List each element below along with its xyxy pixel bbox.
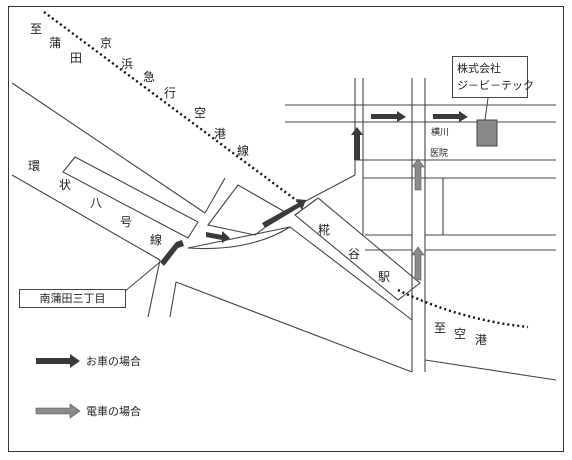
road-label-char: 線 <box>150 232 162 247</box>
legend-train-arrow <box>35 403 81 419</box>
hospital-type: 医院 <box>430 147 448 159</box>
intersection-label-box: 南蒲田三丁目 <box>19 289 126 308</box>
kanpachi-road-edge-bottom <box>11 174 161 261</box>
car-arrow-6 <box>433 111 468 122</box>
rail-label-char: 線 <box>237 143 249 158</box>
railway-airport-end <box>397 288 529 329</box>
station-label: 糀 谷 駅 <box>318 223 390 284</box>
car-arrow-2 <box>206 231 230 243</box>
rail-label-char: 蒲 <box>49 36 61 50</box>
company-type: 株式会社 <box>457 62 501 75</box>
kanpachi-road-label: 環 状 八 号 線 <box>28 159 162 247</box>
road-southeast-bottom <box>175 281 413 373</box>
railway-keikyu-line <box>43 11 301 204</box>
airport-direction-label: 至 空 港 <box>434 321 487 347</box>
rail-label-char: 京 <box>100 36 112 50</box>
station-block <box>294 197 421 301</box>
road-south-right <box>169 281 177 318</box>
rail-label-char: 至 <box>30 22 42 36</box>
rail-label-char: 急 <box>143 69 155 84</box>
legend-train-label: 電車の場合 <box>86 405 141 418</box>
railway-label: 至 蒲 田 京 浜 急 行 空 港 線 <box>30 22 249 158</box>
road-north-stub <box>204 177 226 214</box>
hospital-name: 横川 <box>431 126 449 138</box>
rail-label-char: 空 <box>194 106 206 120</box>
intersection-label: 南蒲田三丁目 <box>39 292 106 305</box>
intersection-leader-line <box>123 261 161 293</box>
legend-car-label: お車の場合 <box>86 355 141 368</box>
airport-label-char: 空 <box>454 327 466 341</box>
company-building <box>476 119 498 147</box>
legend-car-arrow <box>36 354 80 368</box>
rail-label-char: 田 <box>70 51 82 65</box>
car-arrow-1 <box>160 240 184 266</box>
road-label-char: 号 <box>120 215 132 229</box>
airport-label-char: 港 <box>475 333 487 347</box>
station-label-char: 駅 <box>378 270 390 284</box>
station-label-char: 糀 <box>318 223 330 237</box>
train-route <box>411 158 425 281</box>
company-label-box: 株式会社 ジ－ビ－テック <box>452 56 534 98</box>
hospital-label: 横川 医院 <box>430 126 449 159</box>
kanpachi-road-median <box>62 156 199 239</box>
train-arrow-2 <box>411 158 425 191</box>
company-leader-line <box>484 97 489 121</box>
car-arrow-5 <box>371 111 406 122</box>
airport-label-char: 至 <box>434 321 446 335</box>
car-route <box>160 111 468 266</box>
road-label-char: 環 <box>28 159 40 173</box>
car-arrow-3 <box>262 199 306 228</box>
road-label-char: 状 <box>59 178 71 192</box>
train-arrow-1 <box>411 246 425 281</box>
street-southeast <box>424 359 557 381</box>
rail-label-char: 行 <box>164 86 176 100</box>
road-network <box>11 78 557 381</box>
triangle-block <box>207 184 286 236</box>
rail-label-char: 浜 <box>121 57 133 71</box>
road-south-left <box>147 259 161 318</box>
kanpachi-road-edge-top <box>11 82 206 214</box>
rail-label-char: 港 <box>214 127 226 141</box>
station-label-char: 谷 <box>348 247 360 261</box>
company-name: ジ－ビ－テック <box>457 79 534 92</box>
road-label-char: 八 <box>90 196 102 210</box>
map-frame <box>8 6 564 452</box>
road-east-curve <box>187 226 291 249</box>
road-curve <box>187 226 291 250</box>
road-station-south <box>289 226 413 321</box>
car-arrow-4 <box>351 127 363 160</box>
